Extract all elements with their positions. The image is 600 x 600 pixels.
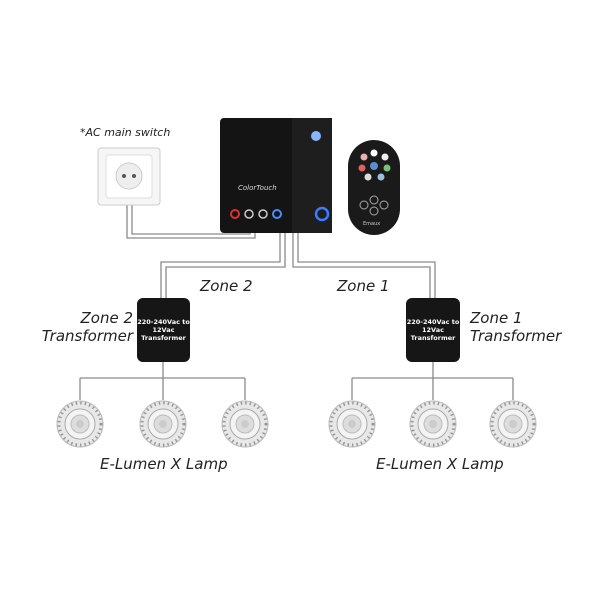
zone-2-transformer: 220-240Vac to 12Vac Transformer [137,298,190,362]
ac-switch-label: *AC main switch [80,126,171,139]
label-line: Zone 2 [80,309,134,327]
label-line: Transformer [41,327,133,345]
zone-1-transformer: 220-240Vac to 12Vac Transformer [406,298,460,362]
label-line: Transformer [470,327,562,345]
transformer-text: 220-240Vac to 12Vac Transformer [137,317,190,343]
zone-1-transformer-label: Zone 1 Transformer [470,309,561,345]
lamps-zone-2 [55,399,270,449]
remote-brand: Emaux [363,221,381,227]
ac-switch [97,147,161,206]
controller-brand: ColorTouch [238,184,277,192]
wire-paths [79,205,514,400]
transformer-text: 220-240Vac to 12Vac Transformer [406,317,460,343]
colortouch-controller [220,118,332,233]
zone-1-lamp-label: E-Lumen X Lamp [376,455,504,473]
zone-2-lamp-label: E-Lumen X Lamp [100,455,228,473]
remote-control [348,140,400,235]
label-line: Zone 1 [470,309,523,327]
zone-2-wire-label: Zone 2 [200,277,253,295]
lamps-zone-1 [327,399,538,449]
zone-1-wire-label: Zone 1 [337,277,390,295]
zone-2-transformer-label: Zone 2 Transformer [42,309,133,345]
